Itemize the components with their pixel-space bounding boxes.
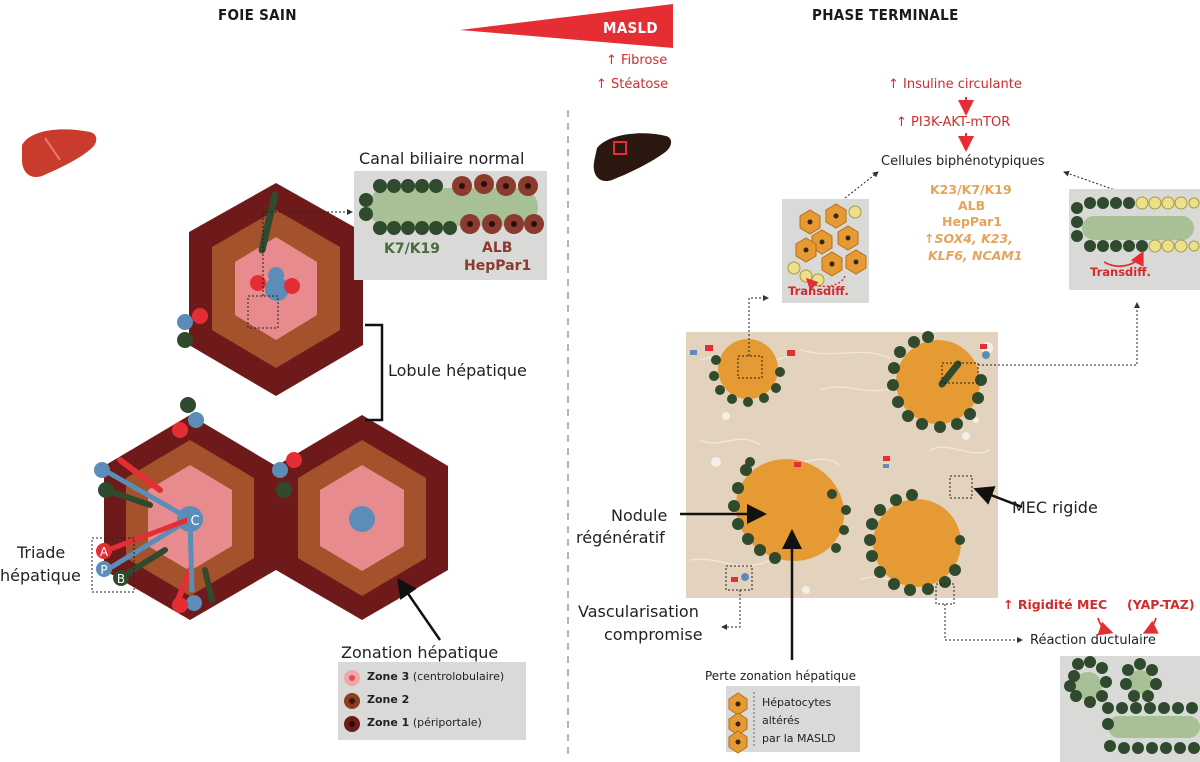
mec-label: MEC rigide (1012, 498, 1098, 517)
steatose-effect: ↑ Stéatose (596, 77, 669, 92)
vasc-label-line2: compromise (604, 625, 703, 644)
hepatic-lobule-top (189, 183, 363, 396)
reaction-label: Réaction ductulaire (1030, 633, 1156, 648)
pi3k-label: ↑ PI3K-AKT-mTOR (896, 115, 1011, 130)
marker-heppar: HepPar1 (942, 214, 1003, 229)
triad-letter-c: C (190, 514, 199, 529)
masld-label: MASLD (603, 19, 658, 37)
nodule-1 (709, 339, 785, 407)
zone-1-name: Zone 1 (367, 716, 410, 729)
yap-taz-label: (YAP-TAZ) (1127, 597, 1195, 612)
zonation-legend-box (338, 662, 526, 740)
canal-zoom-box (247, 295, 279, 329)
triade-label-line1: Triade (17, 543, 66, 562)
nodule-3 (728, 457, 851, 564)
nodule-label-line1: Nodule (611, 506, 668, 525)
triad-letter-p: P (100, 563, 107, 577)
hepatocytes-legend-line3: par la MASLD (762, 732, 836, 745)
canal-biliaire-title: Canal biliaire normal (359, 149, 525, 168)
lobule-label: Lobule hépatique (388, 361, 527, 380)
marker-k23: K23/K7/K19 (930, 182, 1012, 197)
rigidite-label: ↑ Rigidité MEC (1003, 597, 1108, 612)
nodule-4 (864, 489, 965, 605)
zone-3-desc: (centrolobulaire) (412, 670, 505, 683)
terminal-phase-title: PHASE TERMINALE (812, 6, 959, 24)
transdiff-left-label: Transdiff. (788, 284, 849, 298)
healthy-liver-icon (22, 129, 97, 178)
zone-1-row: Zone 1 (périportale) (367, 716, 482, 729)
insuline-label: ↑ Insuline circulante (888, 77, 1022, 92)
cirrhotic-liver-icon (593, 133, 672, 182)
zone-3-row: Zone 3 (centrolobulaire) (367, 670, 504, 683)
triad-letter-a: A (100, 545, 109, 559)
canal-markers-heppar: HepPar1 (464, 258, 532, 274)
zone-1-desc: (périportale) (412, 716, 482, 729)
zone-3-name: Zone 3 (367, 670, 410, 683)
hepatocytes-legend-line1: Hépatocytes (762, 696, 832, 709)
canal-markers-green: K7/K19 (384, 241, 441, 257)
vasc-zoom-box (725, 565, 753, 591)
vasc-label-line1: Vascularisation (578, 602, 699, 621)
zone-2-name: Zone 2 (367, 693, 410, 706)
triade-label-line2: hépatique (0, 566, 81, 585)
hepatic-lobule-right (276, 415, 448, 620)
lobule-bracket (365, 323, 384, 422)
transdiff-right-label: Transdiff. (1090, 265, 1151, 279)
mec-zoom-box (949, 475, 973, 499)
fibrose-effect: ↑ Fibrose (606, 53, 668, 68)
healthy-liver-title: FOIE SAIN (218, 6, 297, 24)
masld-wedge (460, 4, 673, 48)
perte-zonation-label: Perte zonation hépatique (705, 669, 857, 683)
hepatocytes-legend-box (726, 686, 860, 752)
triad-dashed-box (91, 537, 135, 593)
zonation-title: Zonation hépatique (341, 643, 499, 662)
canal-markers-alb: ALB (482, 240, 513, 256)
canal-cells-green (359, 179, 457, 235)
portal-triads (94, 191, 302, 613)
nodule-label-line2: régénératif (576, 528, 665, 547)
zone-2-row: Zone 2 (367, 693, 409, 706)
biphenotypic-label: Cellules biphénotypiques (881, 154, 1045, 169)
marker-sox4: ↑SOX4, K23, (924, 231, 1013, 246)
nodule-2 (887, 331, 987, 433)
hepatocytes-legend-line2: altérés (762, 714, 800, 727)
triad-central-marker (187, 512, 203, 528)
marker-klf6: KLF6, NCAM1 (928, 248, 1023, 263)
triad-letter-b: B (117, 572, 125, 586)
marker-alb: ALB (958, 198, 986, 213)
